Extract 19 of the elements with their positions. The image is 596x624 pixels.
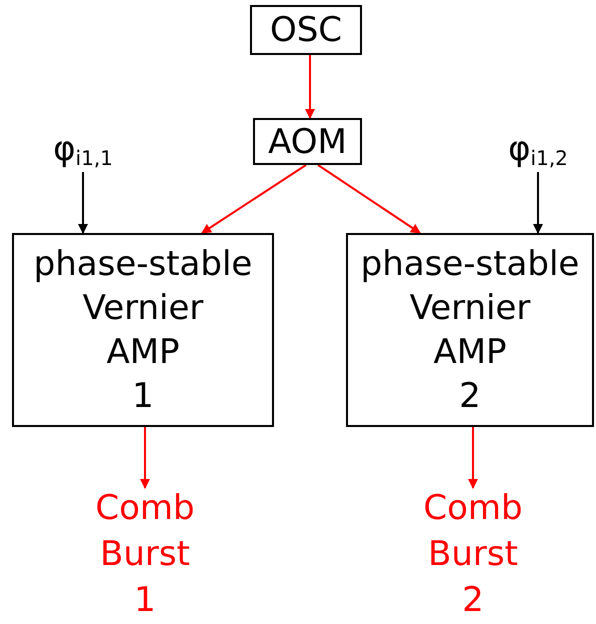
process-box <box>253 118 362 165</box>
arrow <box>201 164 307 234</box>
arrow <box>305 55 315 119</box>
amplifier-box <box>12 233 274 427</box>
phase-label: φ$_{i1,1}$ <box>53 129 113 169</box>
arrow <box>533 172 543 234</box>
box-label: phase-stable Vernier AMP 2 <box>360 243 580 418</box>
amplifier-box <box>346 233 594 427</box>
box-label: AOM <box>268 122 347 162</box>
arrow <box>78 172 88 234</box>
arrow <box>468 427 478 489</box>
box-label: OSC <box>270 10 342 50</box>
output-label: Comb Burst 1 <box>95 487 195 622</box>
phase-label: φ$_{i1,2}$ <box>508 129 568 169</box>
arrow <box>317 164 421 234</box>
arrow <box>140 427 150 489</box>
output-label: Comb Burst 2 <box>423 487 523 622</box>
box-label: phase-stable Vernier AMP 1 <box>34 243 252 418</box>
process-box <box>250 5 362 55</box>
